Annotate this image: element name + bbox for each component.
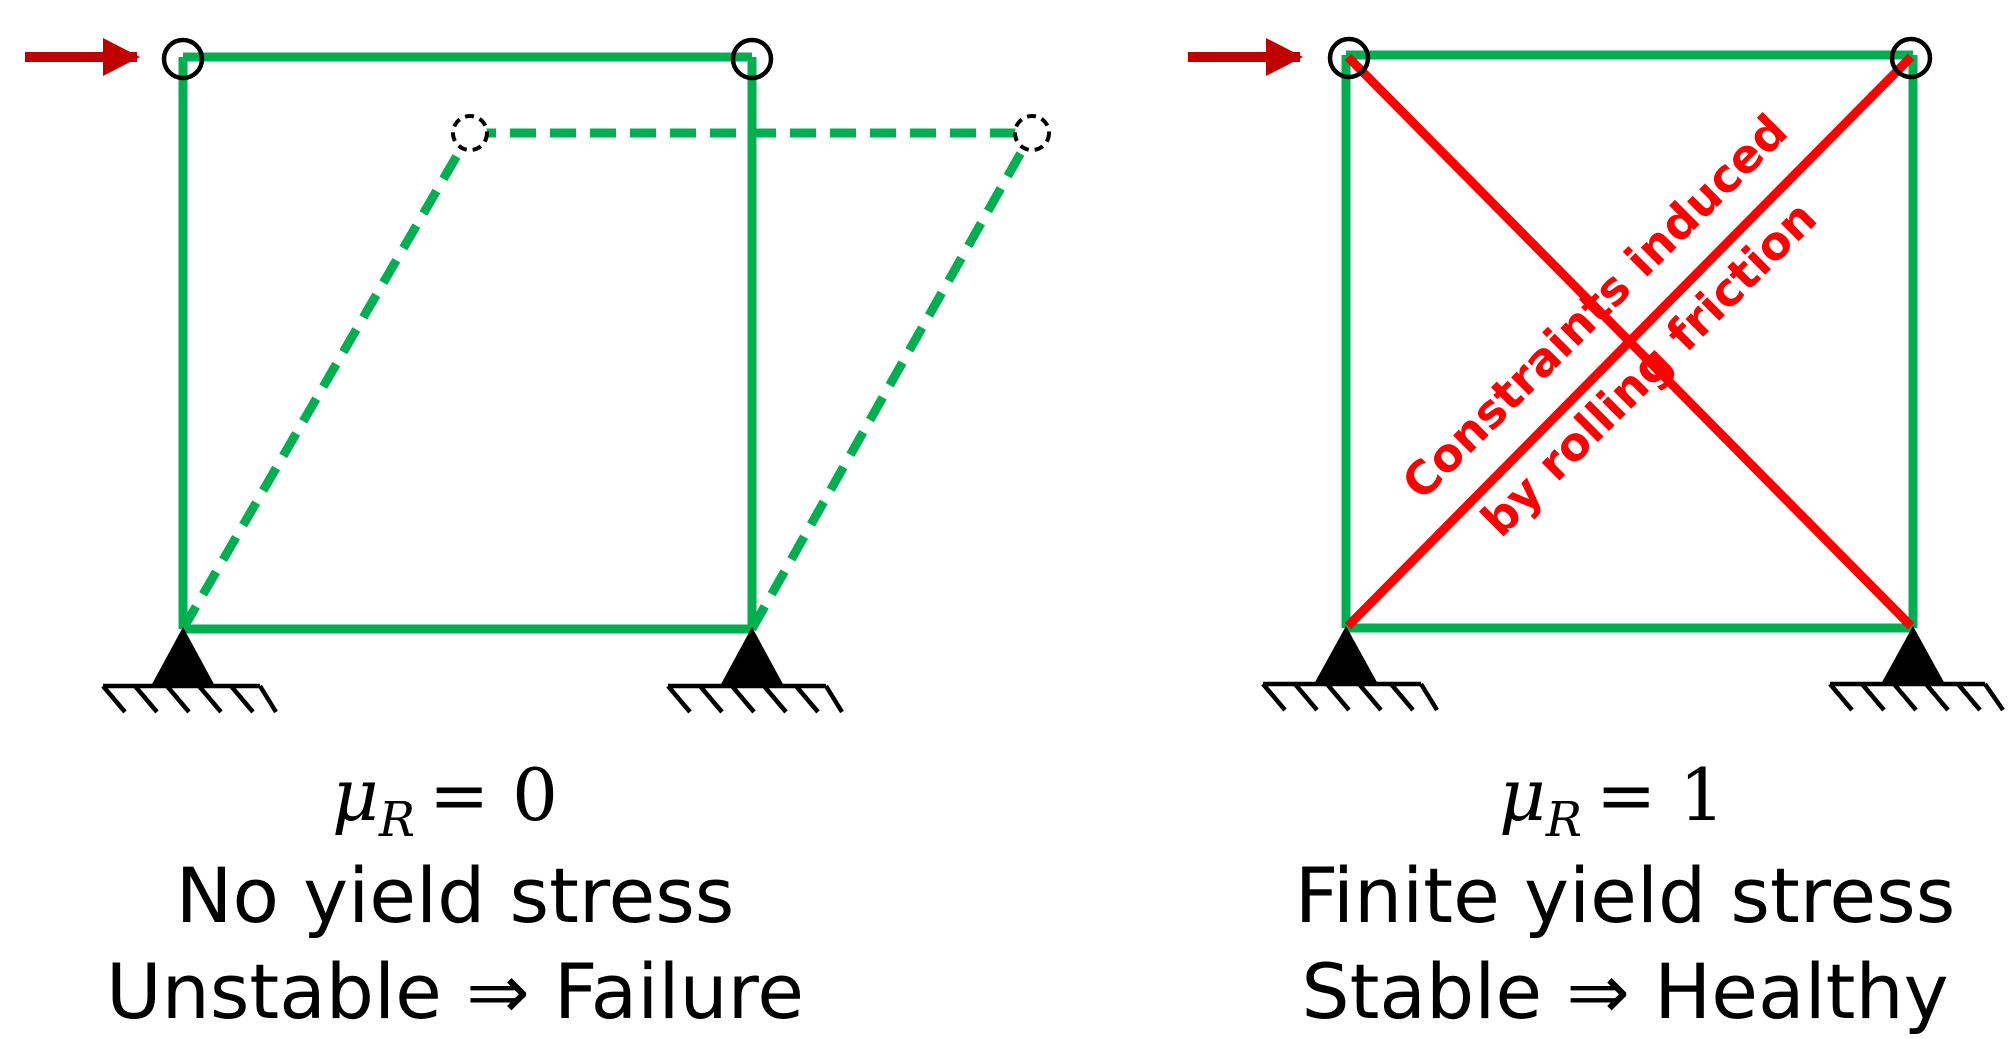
left-deformed-frame (179, 114, 1051, 632)
left-deformed-hinge-left (451, 114, 489, 152)
right-mu-label: μR= 1 (1499, 753, 1725, 848)
left-deformed-right-column (748, 130, 1036, 632)
right-frame (1341, 50, 1918, 633)
right-caption-line1: Finite yield stress (1295, 851, 1956, 940)
left-mu-symbol: μ (332, 753, 379, 837)
left-hinge-top-left (161, 37, 205, 81)
right-support-left (1261, 626, 1439, 712)
right-support-right (1828, 626, 2005, 712)
right-caption-line2: Stable ⇒ Healthy (1301, 947, 1948, 1036)
left-hinge-top-right (730, 37, 774, 81)
right-mu-symbol: μ (1499, 753, 1546, 837)
left-load-arrowhead (103, 38, 140, 76)
left-support-right (666, 627, 844, 714)
pin-support-icon (720, 627, 784, 686)
right-load-arrowhead (1266, 38, 1303, 76)
left-deformed-hinge-right (1013, 114, 1051, 152)
right-mu-subscript: R (1545, 792, 1582, 848)
right-hinge-top-right (1889, 36, 1933, 80)
right-panel: Constraints induced by rolling friction (1188, 36, 2005, 1036)
left-mu-subscript: R (378, 792, 415, 848)
left-support-left (101, 627, 278, 714)
left-original-frame (178, 52, 757, 634)
right-constraint-diagonal-2 (1344, 53, 1915, 630)
pin-support-icon (151, 627, 215, 686)
left-mu-label: μR= 0 (332, 753, 558, 848)
pin-support-icon (1881, 626, 1945, 684)
right-mu-value: = 1 (1596, 753, 1725, 837)
left-deformed-left-column (179, 130, 474, 632)
pin-support-icon (1314, 626, 1378, 684)
left-mu-value: = 0 (429, 753, 558, 837)
left-caption-line1: No yield stress (176, 851, 735, 940)
left-caption-line2: Unstable ⇒ Failure (106, 947, 804, 1036)
right-hinge-top-left (1327, 36, 1371, 80)
left-panel: μR= 0 No yield stress Unstable ⇒ Failure (25, 37, 1051, 1036)
